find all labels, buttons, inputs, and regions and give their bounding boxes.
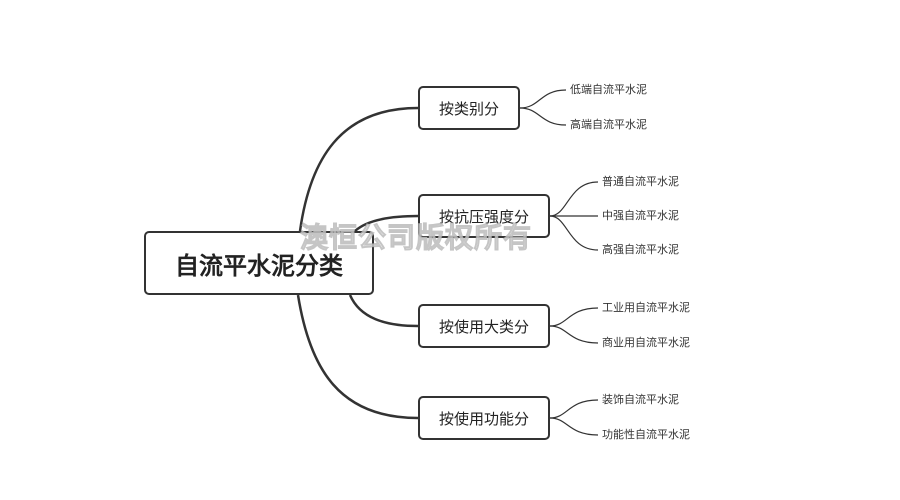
leaf-connector-1-1 [519, 89, 567, 109]
leaf-connector-2-1 [549, 181, 599, 217]
root-connector-1 [298, 106, 419, 232]
leaf-node[interactable]: 低端自流平水泥 [570, 83, 647, 96]
branch-node-by-category[interactable]: 按类别分 [418, 86, 520, 130]
leaf-connector-3-2 [549, 325, 599, 344]
root-connector-4 [296, 294, 419, 420]
leaf-node[interactable]: 工业用自流平水泥 [602, 301, 690, 314]
leaf-connector-4-1 [549, 399, 599, 419]
branch-node-by-function[interactable]: 按使用功能分 [418, 396, 550, 440]
leaf-node[interactable]: 商业用自流平水泥 [602, 336, 690, 349]
leaf-connector-4-2 [549, 417, 599, 436]
leaf-node[interactable]: 高端自流平水泥 [570, 118, 647, 131]
leaf-node[interactable]: 装饰自流平水泥 [602, 393, 679, 406]
leaf-node[interactable]: 中强自流平水泥 [602, 209, 679, 222]
leaf-node[interactable]: 高强自流平水泥 [602, 243, 679, 256]
branch-node-by-compressive-strength[interactable]: 按抗压强度分 [418, 194, 550, 238]
leaf-connector-2-3 [549, 215, 599, 251]
root-node[interactable]: 自流平水泥分类 [144, 231, 374, 295]
leaf-node[interactable]: 普通自流平水泥 [602, 175, 679, 188]
root-connector-2 [354, 214, 419, 232]
leaf-connector-1-2 [519, 107, 567, 126]
root-connector-3 [348, 294, 419, 328]
leaf-node[interactable]: 功能性自流平水泥 [602, 428, 690, 441]
leaf-connector-3-1 [549, 307, 599, 327]
branch-node-by-usage-type[interactable]: 按使用大类分 [418, 304, 550, 348]
